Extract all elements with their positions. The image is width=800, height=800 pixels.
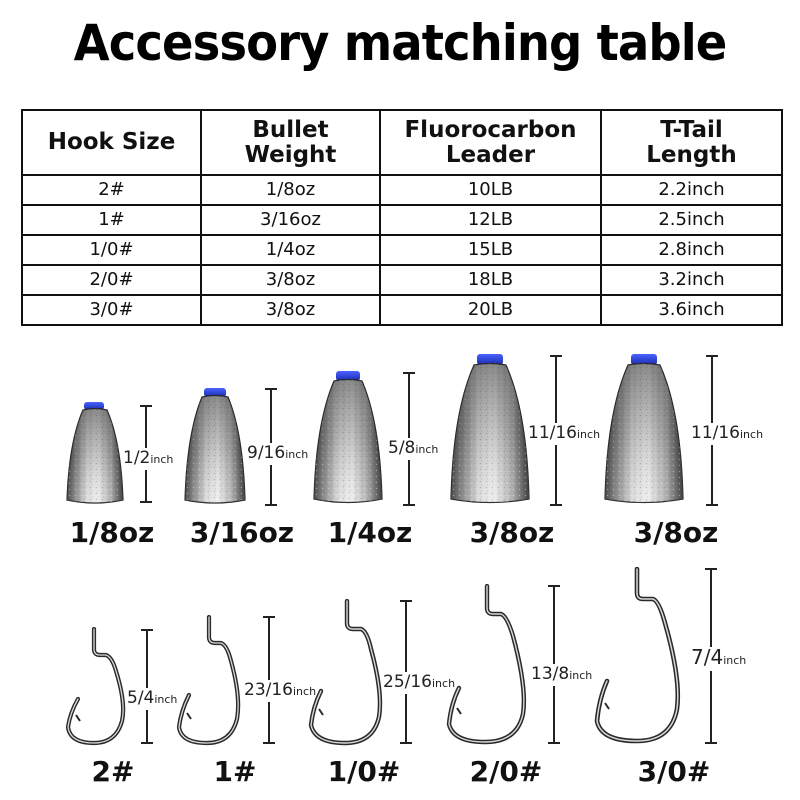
hook-label: 1# (213, 755, 257, 788)
page-title: Accessory matching table (73, 14, 728, 72)
cell-t-tail-length: 2.2inch (600, 174, 783, 206)
weight-label: 3/16oz (189, 516, 295, 549)
table-row: 2# 1/8oz 10LB 2.2inch (21, 174, 783, 206)
cell-bullet-weight: 3/16oz (200, 204, 381, 236)
bullet-weight-1-8oz-image (65, 402, 125, 506)
offset-worm-hook-icon (176, 615, 241, 746)
table-row: 2/0# 3/8oz 18LB 3.2inch (21, 264, 783, 296)
weight-size-label: 9/16inch (246, 443, 310, 465)
offset-worm-hook-icon (65, 627, 126, 746)
bullet-weight-icon (604, 354, 684, 504)
hook-1-0-image (307, 599, 391, 747)
bullet-weight-icon (313, 371, 383, 504)
cell-hook-size: 2/0# (21, 264, 202, 296)
offset-worm-hook-icon (446, 584, 527, 745)
hook-2-0-image (445, 584, 533, 746)
bullet-weight-3-8oz-image (603, 354, 685, 506)
hook-3-0-image (593, 567, 689, 745)
table-row: 3/0# 3/8oz 20LB 3.6inch (21, 294, 783, 326)
hook-size-label: 5/4inch (126, 688, 179, 710)
cell-leader: 12LB (379, 204, 602, 236)
cell-t-tail-length: 2.5inch (600, 204, 783, 236)
cell-bullet-weight: 1/4oz (200, 234, 381, 266)
bullet-weight-3-16oz-image (183, 388, 247, 506)
offset-worm-hook-icon (594, 567, 681, 744)
hook-label: 1/0# (327, 755, 401, 788)
hook-size-label: 7/4inch (690, 645, 748, 671)
hook-label: 2# (91, 755, 135, 788)
cell-t-tail-length: 2.8inch (600, 234, 783, 266)
cell-t-tail-length: 3.2inch (600, 264, 783, 296)
weight-label: 3/8oz (633, 516, 719, 549)
bullet-weight-1-4oz-image (312, 371, 384, 506)
weight-label: 3/8oz (469, 516, 555, 549)
hook-size-label: 13/8inch (530, 664, 594, 686)
hook-label: 2/0# (469, 755, 543, 788)
hook-1-image (175, 615, 247, 747)
cell-bullet-weight: 1/8oz (200, 174, 381, 206)
cell-leader: 10LB (379, 174, 602, 206)
cell-bullet-weight: 3/8oz (200, 264, 381, 296)
weight-label: 1/8oz (69, 516, 155, 549)
dimension-line (141, 629, 153, 744)
table-row: 1# 3/16oz 12LB 2.5inch (21, 204, 783, 236)
cell-hook-size: 1# (21, 204, 202, 236)
cell-hook-size: 1/0# (21, 234, 202, 266)
hook-2-image (64, 627, 136, 747)
cell-leader: 15LB (379, 234, 602, 266)
cell-hook-size: 2# (21, 174, 202, 206)
hook-label: 3/0# (637, 755, 711, 788)
weight-size-label: 11/16inch (527, 423, 602, 445)
cell-hook-size: 3/0# (21, 294, 202, 326)
weight-size-label: 1/2inch (122, 448, 175, 470)
hook-size-label: 25/16inch (382, 672, 457, 694)
cell-leader: 18LB (379, 264, 602, 296)
weight-size-label: 11/16inch (690, 423, 765, 445)
bullet-weight-icon (450, 354, 530, 504)
bullet-weight-icon (66, 402, 124, 504)
cell-leader: 20LB (379, 294, 602, 326)
bullet-weight-icon (184, 388, 246, 504)
bullet-weight-3-8oz-image (449, 354, 531, 506)
cell-t-tail-length: 3.6inch (600, 294, 783, 326)
weight-label: 1/4oz (327, 516, 413, 549)
header-hook-size: Hook Size (21, 109, 202, 176)
hook-size-label: 23/16inch (243, 680, 318, 702)
cell-bullet-weight: 3/8oz (200, 294, 381, 326)
weight-size-label: 5/8inch (387, 438, 440, 460)
table-row: 1/0# 1/4oz 15LB 2.8inch (21, 234, 783, 266)
offset-worm-hook-icon (308, 599, 383, 746)
